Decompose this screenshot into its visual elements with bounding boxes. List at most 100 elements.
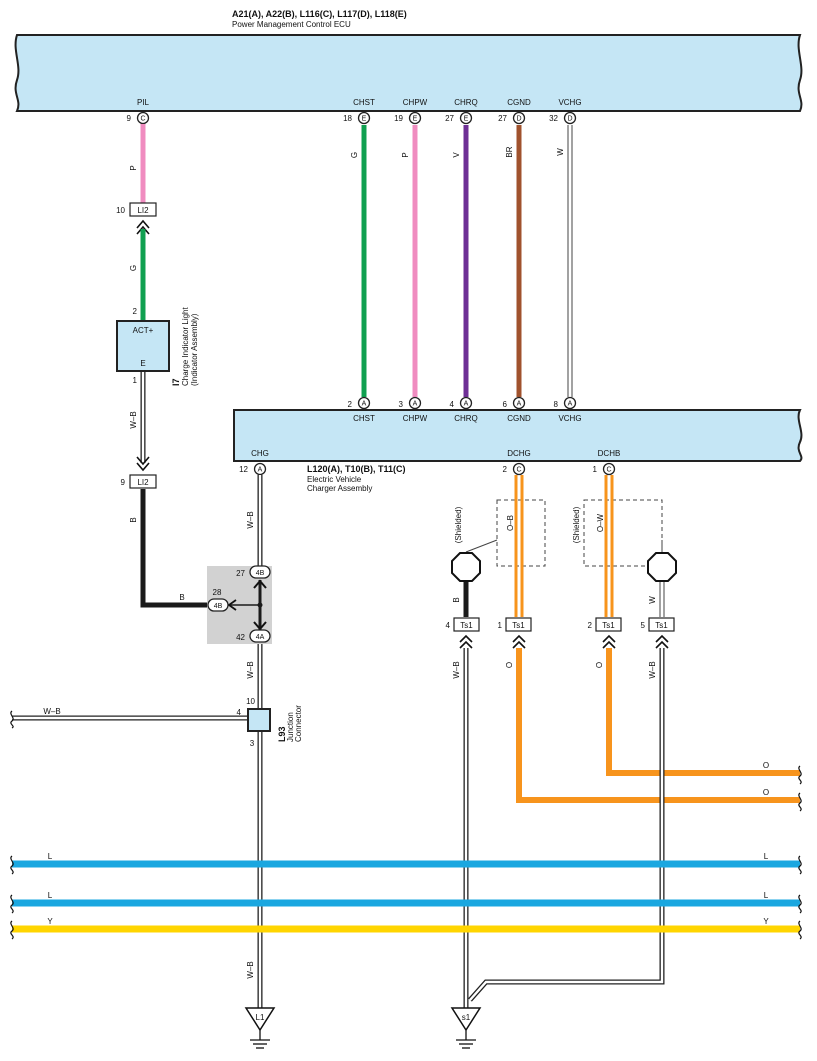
wire-color-p: P <box>401 152 410 157</box>
svg-text:CGND: CGND <box>507 414 531 423</box>
svg-text:L1: L1 <box>256 1013 265 1022</box>
svg-text:I7: I7 <box>171 378 181 386</box>
svg-text:27: 27 <box>236 569 245 578</box>
wire-dchb-ow <box>604 475 614 617</box>
wire-color-ts1-2-down: O <box>595 662 604 668</box>
svg-text:Ts1: Ts1 <box>512 621 525 630</box>
wire-color-junction-bottom: W–B <box>246 661 255 678</box>
svg-text:DCHG: DCHG <box>507 449 531 458</box>
wire-color-w: W <box>556 148 565 156</box>
ecu-pin-label-chst: CHST <box>353 98 375 107</box>
svg-text:C: C <box>516 467 521 474</box>
svg-text:VCHG: VCHG <box>558 414 581 423</box>
ecu-pin-label-chpw: CHPW <box>403 98 428 107</box>
shield-label-dchg: (Shielded) <box>454 506 463 543</box>
wire-color-l93-left: W–B <box>43 707 60 716</box>
wire-dchg-ob <box>514 475 524 617</box>
shield-splice-right-icon <box>647 552 677 582</box>
wire-color-orange-out-2: O <box>763 761 769 770</box>
wire-color-dchb: O–W <box>596 513 605 532</box>
indicator-pin-top-label: ACT+ <box>133 326 154 335</box>
shield-splice-left-icon <box>451 552 481 582</box>
svg-text:Electric Vehicle: Electric Vehicle <box>307 475 362 484</box>
svg-text:12: 12 <box>239 465 248 474</box>
connector-li2-top: 10 LI2 <box>116 202 157 217</box>
shield-label-dchb: (Shielded) <box>572 506 581 543</box>
svg-text:CHPW: CHPW <box>403 414 428 423</box>
bus-wire-break-icons <box>10 855 802 940</box>
junction-left-arrow-icon <box>227 599 237 611</box>
svg-text:6: 6 <box>503 400 508 409</box>
ecu-pin-pil: 9 C <box>127 111 150 125</box>
li2-top-arrow-icon <box>136 219 150 235</box>
charger-top-pins: 2 A 3 A 4 A 6 A 8 A <box>348 396 577 410</box>
svg-text:L: L <box>764 891 769 900</box>
svg-text:L: L <box>48 891 53 900</box>
svg-text:D: D <box>516 116 521 123</box>
svg-text:s1: s1 <box>462 1013 471 1022</box>
charger-box <box>233 409 803 462</box>
svg-text:1: 1 <box>593 465 598 474</box>
connector-li2-bottom: 9 LI2 <box>121 474 157 489</box>
l93-pin-left: 4 <box>237 708 242 717</box>
ecu-pin-chrq: 27 E <box>445 111 473 125</box>
junction-up-arrow-icon <box>253 579 267 589</box>
wire-break-orange-1-icon <box>798 792 802 812</box>
svg-text:Charge Indicator Light: Charge Indicator Light <box>181 307 190 386</box>
wire-break-left-icon <box>10 710 14 729</box>
l93-pin-top: 10 <box>246 697 255 706</box>
wire-color-ground-l1: W–B <box>246 961 255 978</box>
wire-color-ts1-4-down: W–B <box>452 661 461 678</box>
l93-box <box>247 708 271 732</box>
wire-color-chg: W–B <box>246 511 255 528</box>
svg-text:L: L <box>764 852 769 861</box>
svg-text:9: 9 <box>121 478 126 487</box>
connector-ts1-2: 2 Ts1 <box>588 617 622 632</box>
connector-ts1-1: 1 Ts1 <box>498 617 532 632</box>
svg-text:L: L <box>48 852 53 861</box>
svg-text:A: A <box>258 467 263 474</box>
svg-text:C: C <box>140 116 145 123</box>
ecu-pin-label-chrq: CHRQ <box>454 98 478 107</box>
svg-text:CHRQ: CHRQ <box>454 414 478 423</box>
ecu-pin-chst: 18 E <box>343 111 371 125</box>
wire-color-li2-b: B <box>129 517 138 522</box>
ts1-arrow-icons <box>459 634 669 649</box>
wire-color-indicator-wb: W–B <box>129 411 138 428</box>
ground-l1: L1 <box>244 1007 276 1049</box>
ecu-pin-chpw: 19 E <box>394 111 422 125</box>
junction-pin-27: 27 4B <box>236 565 271 579</box>
svg-text:Junction: Junction <box>286 712 295 742</box>
svg-text:A: A <box>413 401 418 408</box>
svg-text:32: 32 <box>549 114 558 123</box>
wire-li2-black <box>140 489 208 608</box>
svg-text:4: 4 <box>446 621 451 630</box>
wire-color-v: V <box>452 152 461 158</box>
junction-pin-28: 28 4B <box>207 588 229 612</box>
ecu-pin-vchg: 32 D <box>549 111 577 125</box>
wire-color-orange-out-1: O <box>763 788 769 797</box>
charger-top-pin-labels: CHST CHPW CHRQ CGND VCHG <box>353 414 581 423</box>
svg-text:Y: Y <box>763 917 769 926</box>
wire-color-ts1-5-down: W–B <box>648 661 657 678</box>
l93-caption: L93 Junction Connector <box>277 705 303 742</box>
indicator-box <box>116 320 170 372</box>
shield-box-dchb <box>583 499 663 567</box>
l93-pin-bottom: 3 <box>250 739 255 748</box>
svg-text:A: A <box>517 401 522 408</box>
connector-ts1-5: 5 Ts1 <box>641 617 675 632</box>
wire-color-ts1-5-up: W <box>648 596 657 604</box>
svg-text:Connector: Connector <box>294 705 303 742</box>
svg-text:DCHB: DCHB <box>598 449 621 458</box>
svg-text:5: 5 <box>641 621 646 630</box>
junction-down-arrow-icon <box>253 621 267 631</box>
svg-text:10: 10 <box>116 206 125 215</box>
indicator-caption: I7 Charge Indicator Light (Indicator Ass… <box>171 307 199 386</box>
svg-text:E: E <box>464 116 469 123</box>
svg-text:42: 42 <box>236 633 245 642</box>
ground-s1: s1 <box>450 1007 482 1049</box>
svg-text:A: A <box>362 401 367 408</box>
ecu-box <box>14 34 803 112</box>
wire-color-ts1-4-up: B <box>452 597 461 602</box>
